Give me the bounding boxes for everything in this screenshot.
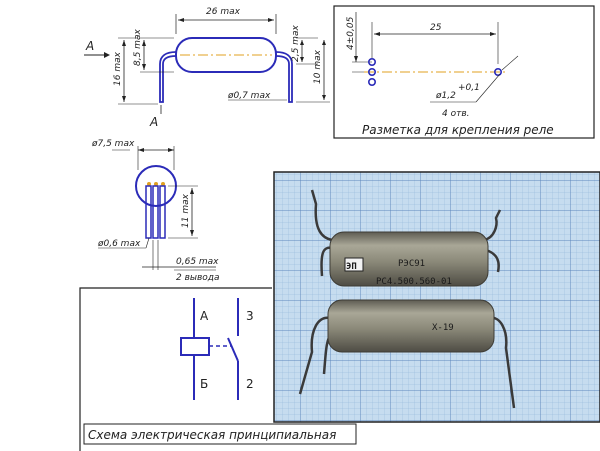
side-view: A 26 max 8,5 max 16 max 2,5 max	[84, 7, 330, 129]
contact-symbol	[227, 337, 239, 362]
mount-hole	[493, 68, 502, 77]
dim-lead-diameter: ø0,7 max	[227, 91, 271, 101]
schematic-frame	[79, 287, 272, 451]
mount-hole	[367, 57, 376, 66]
mounting-layout: 4±0,05 25 ø1,2 +0,1 4 отв. Разметка для …	[333, 5, 595, 139]
dim-end-diameter: ø7,5 max	[91, 139, 135, 149]
lead-count: 2 вывода	[176, 273, 220, 283]
mount-hole	[367, 68, 376, 77]
pin-a-label: А	[200, 309, 209, 323]
dim-end-lead-diameter: ø0,6 max	[97, 239, 141, 249]
relay-upper: ЭП РЭС91 РС4.500.560-01	[310, 189, 502, 287]
dim-mount-spacing: 25	[430, 23, 442, 33]
photo-marking-2: РС4.500.560-01	[376, 277, 452, 287]
lead-left	[159, 51, 177, 103]
view-label-side: A	[85, 39, 94, 53]
dim-body-height: 8,5 max	[133, 29, 143, 66]
relay-lower: X-19	[298, 299, 516, 409]
hole-count: 4 отв.	[442, 109, 470, 119]
pin-marker	[154, 182, 158, 186]
dim-depth: 10 max	[313, 49, 323, 84]
schematic: А Б 3 2 Схема электрическая принципиальн…	[79, 287, 357, 451]
dim-length: 26 max	[206, 7, 241, 17]
end-lead	[145, 185, 152, 239]
lead-right	[275, 51, 293, 103]
photo-marking-1: РЭС91	[398, 259, 425, 269]
end-lead	[159, 185, 166, 239]
end-lead	[152, 185, 159, 239]
pin-b-label: Б	[200, 377, 208, 391]
coil-symbol	[180, 337, 210, 356]
photo-marking-lower: X-19	[432, 323, 454, 333]
mounting-frame	[333, 5, 595, 139]
dim-total-height: 16 max	[113, 51, 123, 86]
pin-marker	[161, 182, 165, 186]
end-view: ø7,5 max 11 max ø0,6 max 0,65 max 2 выво…	[91, 139, 220, 283]
mount-hole	[367, 78, 376, 87]
photo-logo: ЭП	[346, 262, 357, 272]
view-label-bottom: A	[149, 115, 158, 129]
dim-lead-length: 2,5 max	[291, 25, 301, 62]
schematic-caption: Схема электрическая принципиальная	[88, 428, 336, 442]
dim-hole-tolerance: +0,1	[458, 83, 480, 93]
mounting-caption: Разметка для крепления реле	[362, 123, 554, 137]
dim-hole-diameter: ø1,2	[435, 91, 456, 101]
dim-mount-offset: 4±0,05	[346, 16, 356, 50]
dim-lead-pitch: 0,65 max	[176, 257, 219, 267]
pin-3-label: 3	[246, 309, 254, 323]
pin-marker	[147, 182, 151, 186]
arrow-head-icon	[104, 52, 110, 58]
pin-2-label: 2	[246, 377, 254, 391]
relay-photo: ЭП РЭС91 РС4.500.560-01 X-19	[273, 171, 600, 423]
dim-lead-height: 11 max	[181, 193, 191, 228]
relay-body-outline	[175, 37, 277, 73]
